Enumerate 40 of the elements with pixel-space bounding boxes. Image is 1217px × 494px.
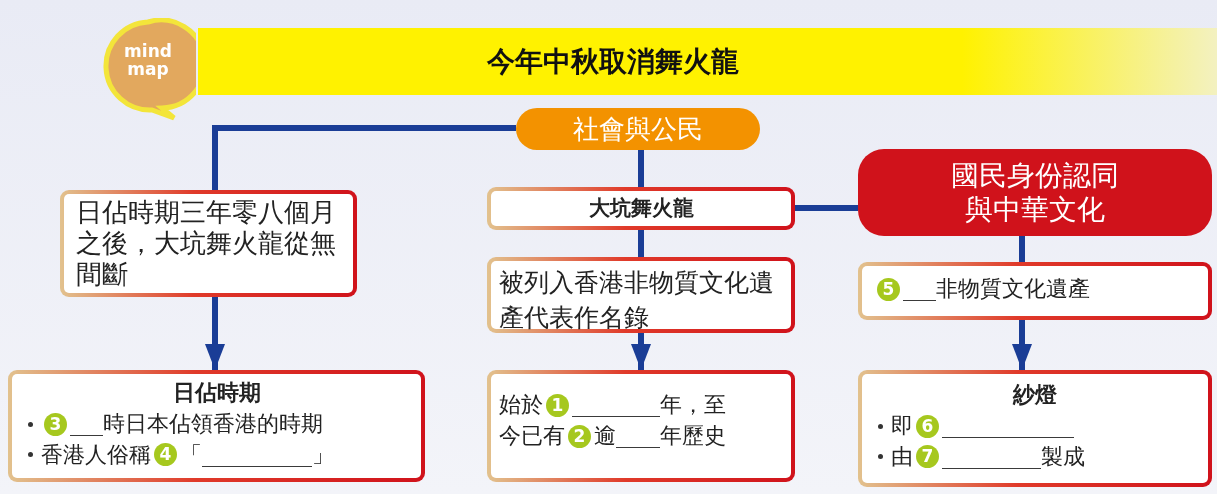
box-text: 大坑舞火龍: [588, 195, 694, 222]
box-heading: 紗燈: [1013, 381, 1057, 409]
connector-line: [212, 125, 516, 190]
box-heading: 日佔時期: [172, 379, 261, 407]
title: 今年中秋取消舞火龍: [486, 43, 739, 80]
arrow: [1012, 320, 1032, 370]
box-text: 即: [891, 411, 913, 440]
box-text: _________製成: [942, 442, 1085, 471]
number-badge: 5: [877, 277, 900, 301]
number-badge: 6: [916, 414, 939, 438]
bubble-label: mind map: [123, 42, 173, 78]
box-text: 始於: [499, 391, 543, 419]
arrow: [205, 297, 225, 370]
box-text: ________年，至: [572, 391, 726, 419]
number-badge: 4: [154, 443, 177, 467]
box-text: 「__________」: [180, 440, 334, 469]
connector-line: [638, 150, 644, 187]
number-badge: 2: [568, 424, 591, 448]
box-text: 香港人俗稱: [41, 440, 151, 469]
connector-line: [1019, 236, 1025, 262]
connector-line: [638, 230, 644, 257]
number-badge: 1: [546, 393, 569, 417]
topic-box: [858, 149, 1212, 236]
arrow: [631, 333, 651, 370]
box-text: 由: [891, 442, 913, 471]
number-badge: 7: [916, 445, 939, 469]
box-text: ____________: [942, 411, 1074, 440]
number-badge: 3: [44, 412, 67, 436]
box-text: 被列入香港非物質文化遺產代表作名錄: [499, 267, 775, 334]
box-text: 逾____年歷史: [594, 421, 726, 450]
topic-label: 社會與公民: [573, 112, 703, 146]
title-banner: [198, 28, 1217, 95]
box-text: 日佔時期三年零八個月之後，大坑舞火龍從無間斷: [76, 197, 337, 291]
connector-line: [795, 205, 858, 211]
box-text: 今已有: [499, 421, 565, 450]
topic-label: 國民身份認同與中華文化: [950, 158, 1120, 227]
topic-pill: [516, 108, 760, 150]
box-text: ___時日本佔領香港的時期: [70, 409, 323, 438]
box-text: ___非物質文化遺產: [903, 275, 1090, 303]
speech-bubble: [100, 18, 196, 122]
